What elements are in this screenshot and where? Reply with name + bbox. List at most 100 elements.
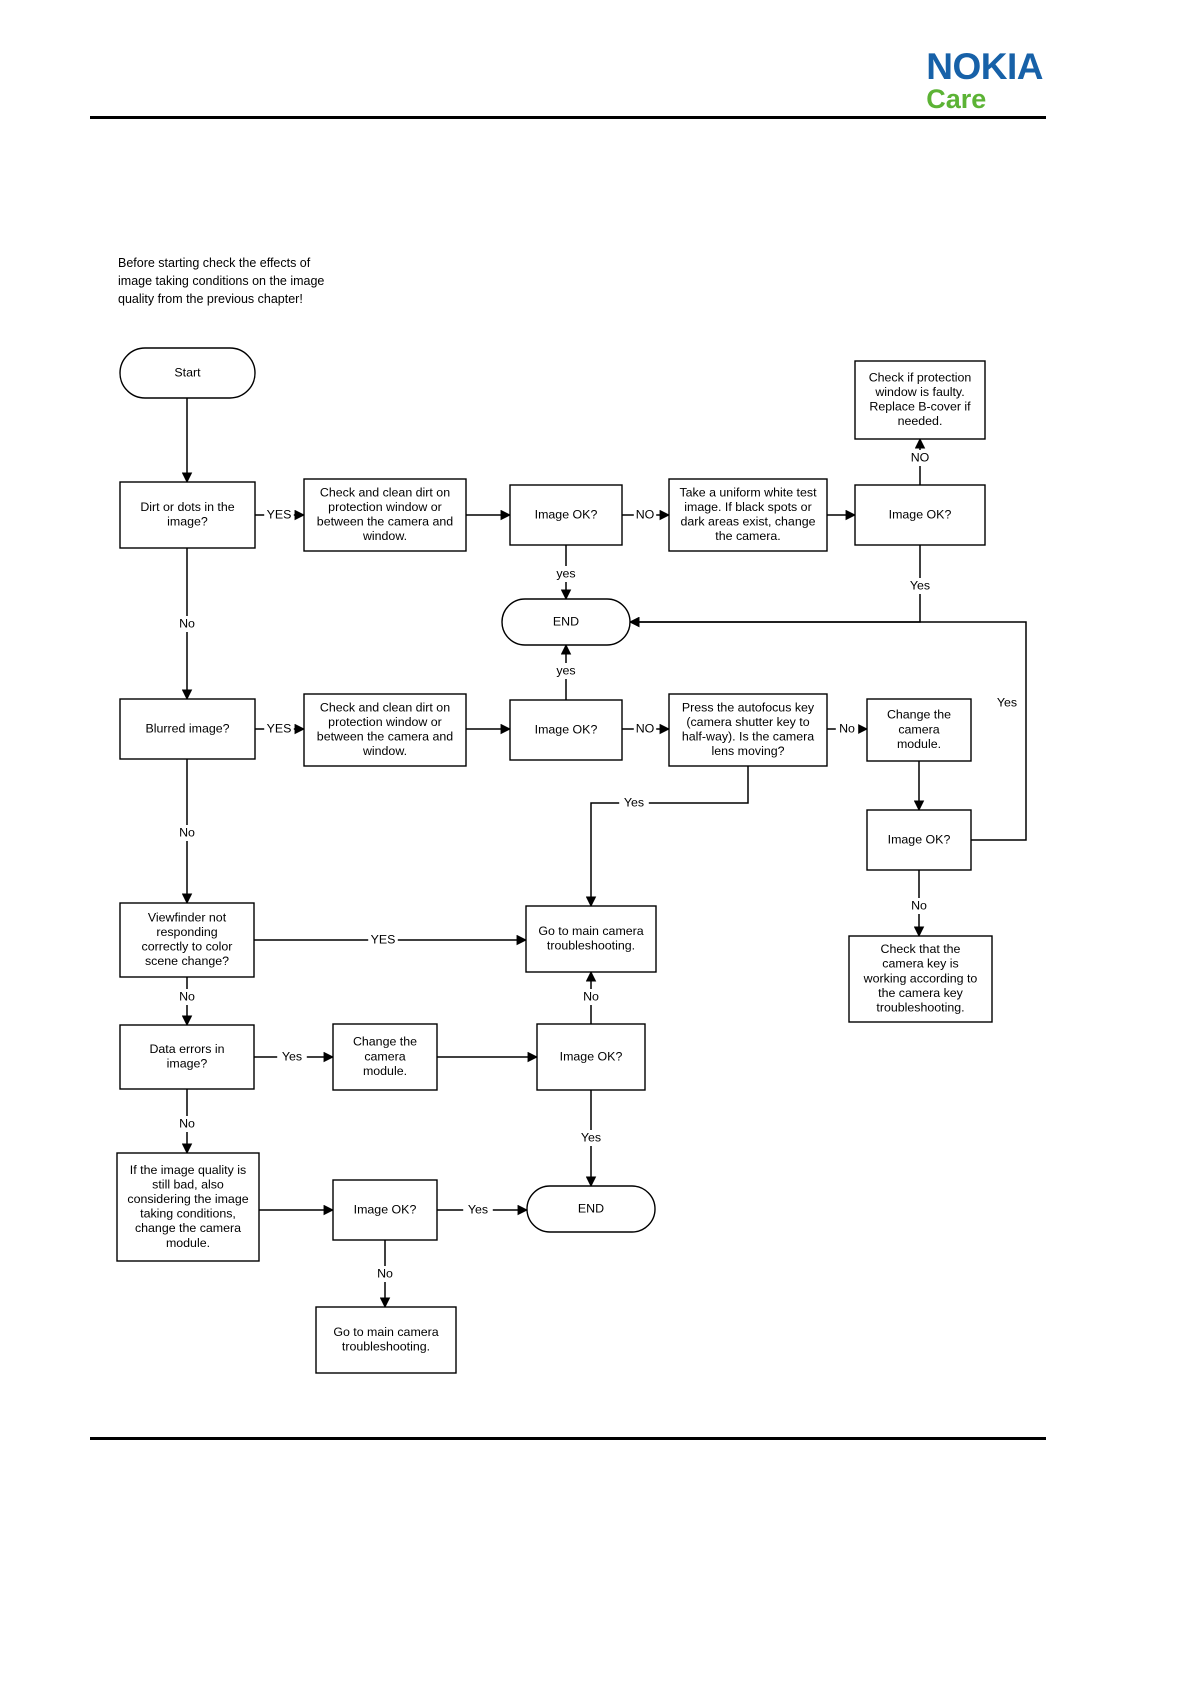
flow-edge-label: Yes [282, 1049, 302, 1063]
flow-node-label: dark areas exist, change [681, 515, 816, 529]
flow-node-label: Image OK? [888, 832, 951, 846]
flow-node-ok6: Image OK? [332, 1179, 438, 1241]
edge-label-bg [905, 578, 935, 594]
edge-label-bg [277, 1049, 307, 1065]
flow-edge-ok4-end1 [628, 616, 1027, 841]
edge-label-bg [551, 663, 581, 679]
intro-line-2: image taking conditions on the image [118, 273, 325, 288]
flow-node-label: troubleshooting. [547, 939, 635, 953]
flow-edge-label: Yes [581, 1130, 601, 1144]
flow-edge-label: yes [556, 663, 575, 677]
flow-edges [181, 398, 1027, 1309]
flow-node-ok3: Image OK? [509, 699, 623, 761]
edge-label-bg [835, 721, 859, 737]
edge-label-bg [175, 989, 199, 1005]
flow-node-label: Start [174, 365, 201, 379]
flow-edge-label: NO [911, 450, 930, 464]
flow-node-label: module. [897, 737, 941, 751]
flow-node-label: scene change? [145, 954, 229, 968]
flow-node-label: the camera. [715, 529, 780, 543]
flow-edge-auto-maincam1 [585, 766, 749, 908]
flow-edge-ok2-end1 [628, 545, 921, 628]
flow-node-label: Image OK? [560, 1049, 623, 1063]
flow-node-label: between the camera and [317, 515, 453, 529]
flow-node-label: protection window or [328, 500, 442, 514]
flow-node-label: still bad, also [152, 1177, 224, 1191]
flow-node-end1: END [501, 598, 631, 646]
flow-node-label: camera [898, 722, 939, 736]
flow-node-end2: END [526, 1185, 656, 1233]
edge-label-bg [633, 721, 657, 737]
edge-label-bg [908, 450, 932, 466]
flow-node-label: change the camera [135, 1221, 241, 1235]
edge-label-bg [175, 825, 199, 841]
flow-node-label: END [553, 614, 579, 628]
flow-node-label: Check and clean dirt on [320, 485, 450, 499]
edge-label-bg [368, 932, 398, 948]
flow-edge-label: No [179, 1116, 195, 1130]
flow-node-label: Dirt or dots in the [140, 500, 234, 514]
flow-edge-label: NO [636, 721, 655, 735]
flow-node-label: window is faulty. [874, 385, 964, 399]
intro-line-1: Before starting check the effects of [118, 256, 311, 270]
edge-label-bg [463, 1202, 493, 1218]
edge-label-bg [907, 898, 931, 914]
flow-edge-label: YES [267, 721, 292, 735]
flow-node-label: half-way). Is the camera [682, 730, 814, 744]
flow-edge-label: yes [556, 566, 575, 580]
flow-node-label: Change the [353, 1035, 417, 1049]
flow-node-label: taking conditions, [140, 1207, 236, 1221]
flow-edge-label: No [179, 825, 195, 839]
flow-edge-label: Yes [624, 795, 644, 809]
flow-node-ok2: Image OK? [854, 484, 986, 546]
care-wordmark: Care [926, 84, 987, 114]
flow-node-ok5: Image OK? [536, 1023, 646, 1091]
flow-node-label: Image OK? [535, 722, 598, 736]
edge-label-bg [576, 1130, 606, 1146]
flow-node-label: image? [167, 1057, 208, 1071]
flow-node-ok1: Image OK? [509, 484, 623, 546]
flow-node-label: between the camera and [317, 730, 453, 744]
edge-label-bg [579, 989, 603, 1005]
flow-edge-label: No [839, 721, 855, 735]
flow-edge-label: No [179, 616, 195, 630]
nokia-care-logo: NOKIA Care [926, 48, 1043, 113]
flow-edge-label: No [179, 989, 195, 1003]
edge-label-bg [264, 721, 294, 737]
edge-label-bg [175, 616, 199, 632]
flow-edge-label: YES [371, 932, 396, 946]
flow-edge-label: Yes [997, 695, 1017, 709]
flow-node-label: Change the [887, 708, 951, 722]
flow-edge-label: NO [636, 507, 655, 521]
edge-label-bg [264, 507, 294, 523]
flow-node-label: Replace B-cover if [869, 400, 971, 414]
flow-node-label: Check if protection [869, 370, 972, 384]
flow-node-label: image? [167, 515, 208, 529]
footer-rule [90, 1437, 1046, 1440]
flow-edge-label: No [377, 1266, 393, 1280]
flow-node-label: Take a uniform white test [679, 485, 817, 499]
flow-node-label: needed. [898, 414, 943, 428]
edge-label-bg [992, 695, 1022, 711]
flow-node-label: Press the autofocus key [682, 700, 815, 714]
flow-node-label: Data errors in [149, 1042, 224, 1056]
nokia-wordmark: NOKIA [926, 46, 1043, 87]
flow-node-label: window. [362, 744, 407, 758]
flow-node-label: image. If black spots or [684, 500, 811, 514]
flow-node-label: If the image quality is [130, 1163, 246, 1177]
flow-node-label: the camera key [878, 986, 964, 1000]
flow-node-label: Check that the [881, 942, 961, 956]
flow-node-label: Check and clean dirt on [320, 700, 450, 714]
edge-label-bg [175, 1116, 199, 1132]
